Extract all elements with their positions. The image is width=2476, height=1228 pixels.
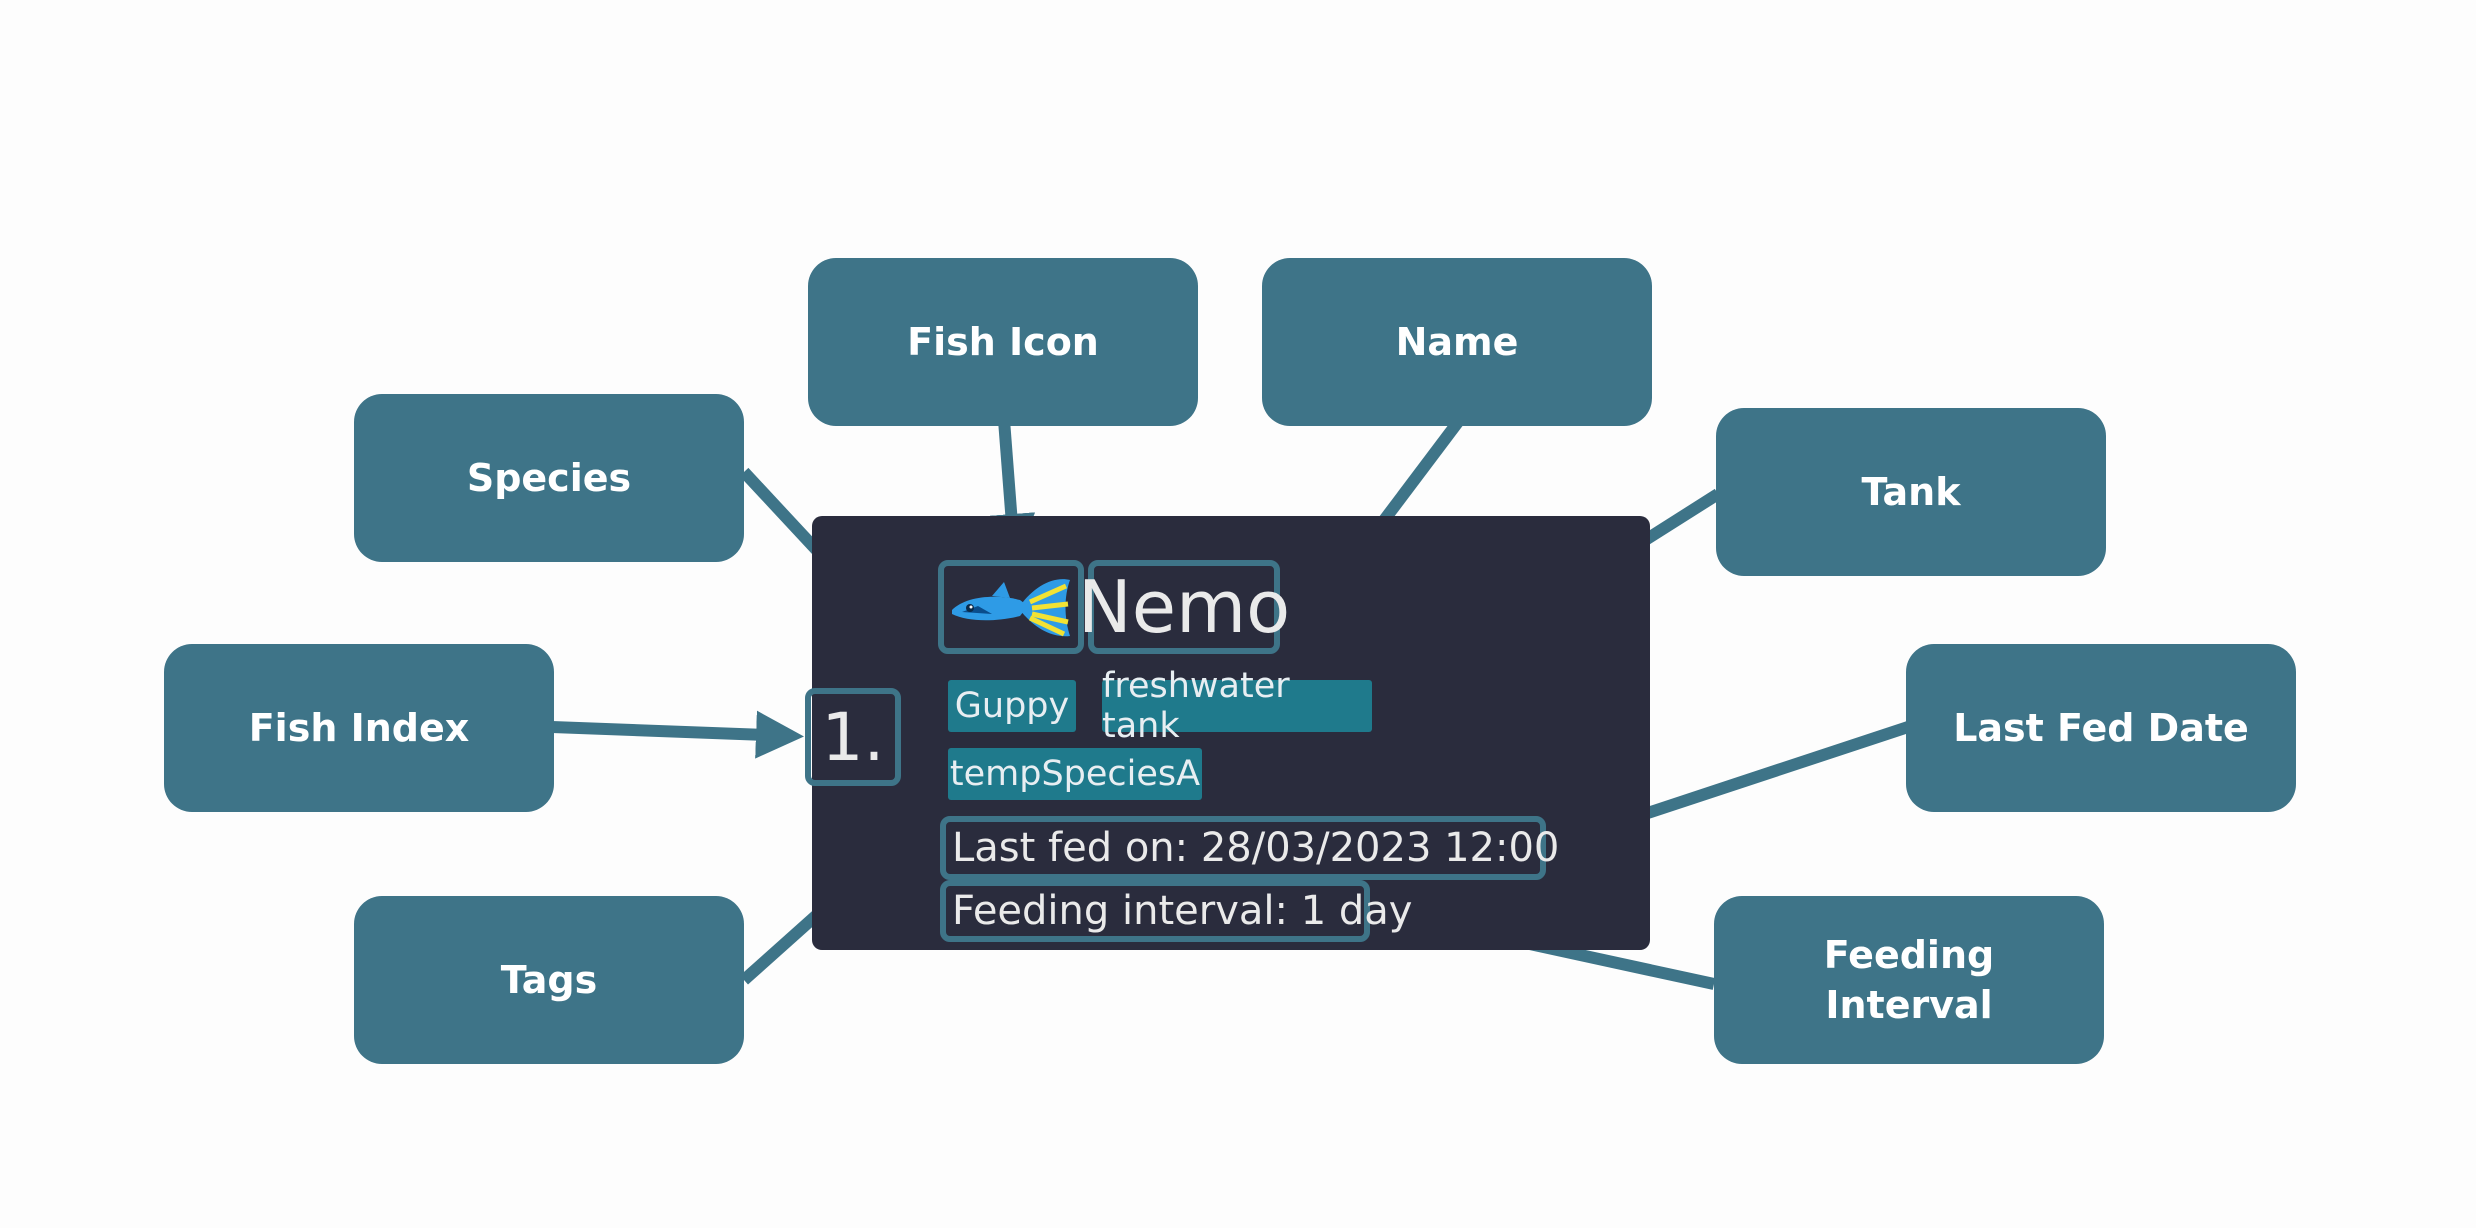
label-fish-index: Fish Index: [164, 644, 554, 812]
species-chip: Guppy: [948, 680, 1076, 732]
label-fish-icon: Fish Icon: [808, 258, 1198, 426]
label-feeding-interval: Feeding Interval: [1714, 896, 2104, 1064]
tag-chip: tempSpeciesA: [948, 748, 1202, 800]
fish-name: Nemo: [1078, 560, 1290, 654]
label-last-fed-date: Last Fed Date: [1906, 644, 2296, 812]
fish-card[interactable]: 1. Nemo Guppy freshwater tank tempSpecie…: [805, 516, 1650, 950]
feeding-interval-text: Feeding interval: 1 day: [940, 880, 1412, 942]
label-tags: Tags: [354, 896, 744, 1064]
last-fed-text: Last fed on: 28/03/2023 12:00: [940, 816, 1559, 880]
arrow-fish-index: [551, 710, 804, 759]
guppy-fish-icon: [952, 579, 1070, 637]
label-name: Name: [1262, 258, 1652, 426]
label-species: Species: [354, 394, 744, 562]
fish-icon-frame: [938, 560, 1084, 654]
tank-chip: freshwater tank: [1102, 666, 1372, 746]
fish-index: 1.: [805, 688, 901, 786]
label-tank: Tank: [1716, 408, 2106, 576]
